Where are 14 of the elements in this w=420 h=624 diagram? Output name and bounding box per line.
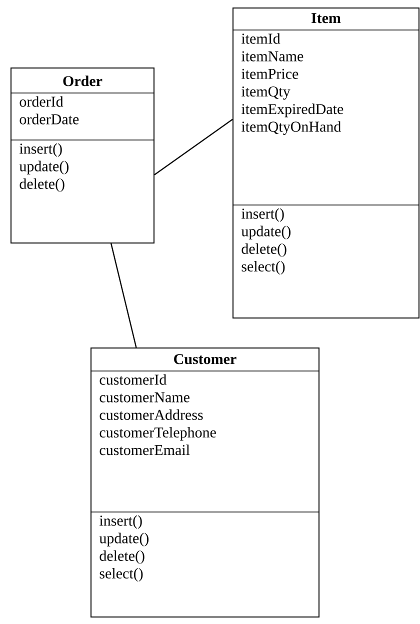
class-name: Item (312, 13, 341, 24)
method-list: insert() update() delete() select() (99, 515, 148, 582)
method-list: insert() update() delete() select() (241, 208, 290, 275)
class-name: Order (63, 76, 102, 86)
attribute-list: customerId customerName customerAddress customerTelephone customerEmail (100, 374, 216, 456)
class-box (90, 348, 320, 618)
class-box (232, 8, 420, 318)
class-box (10, 68, 154, 244)
class-name: Customer (174, 354, 236, 364)
method-list: insert() update() delete() (19, 143, 68, 192)
association-line (154, 118, 233, 176)
attribute-list: orderId orderDate (20, 96, 79, 124)
association-line (110, 243, 137, 348)
attribute-list: itemId itemName itemPrice itemQty itemExpiredDate itemQtyOnHand (242, 33, 344, 135)
